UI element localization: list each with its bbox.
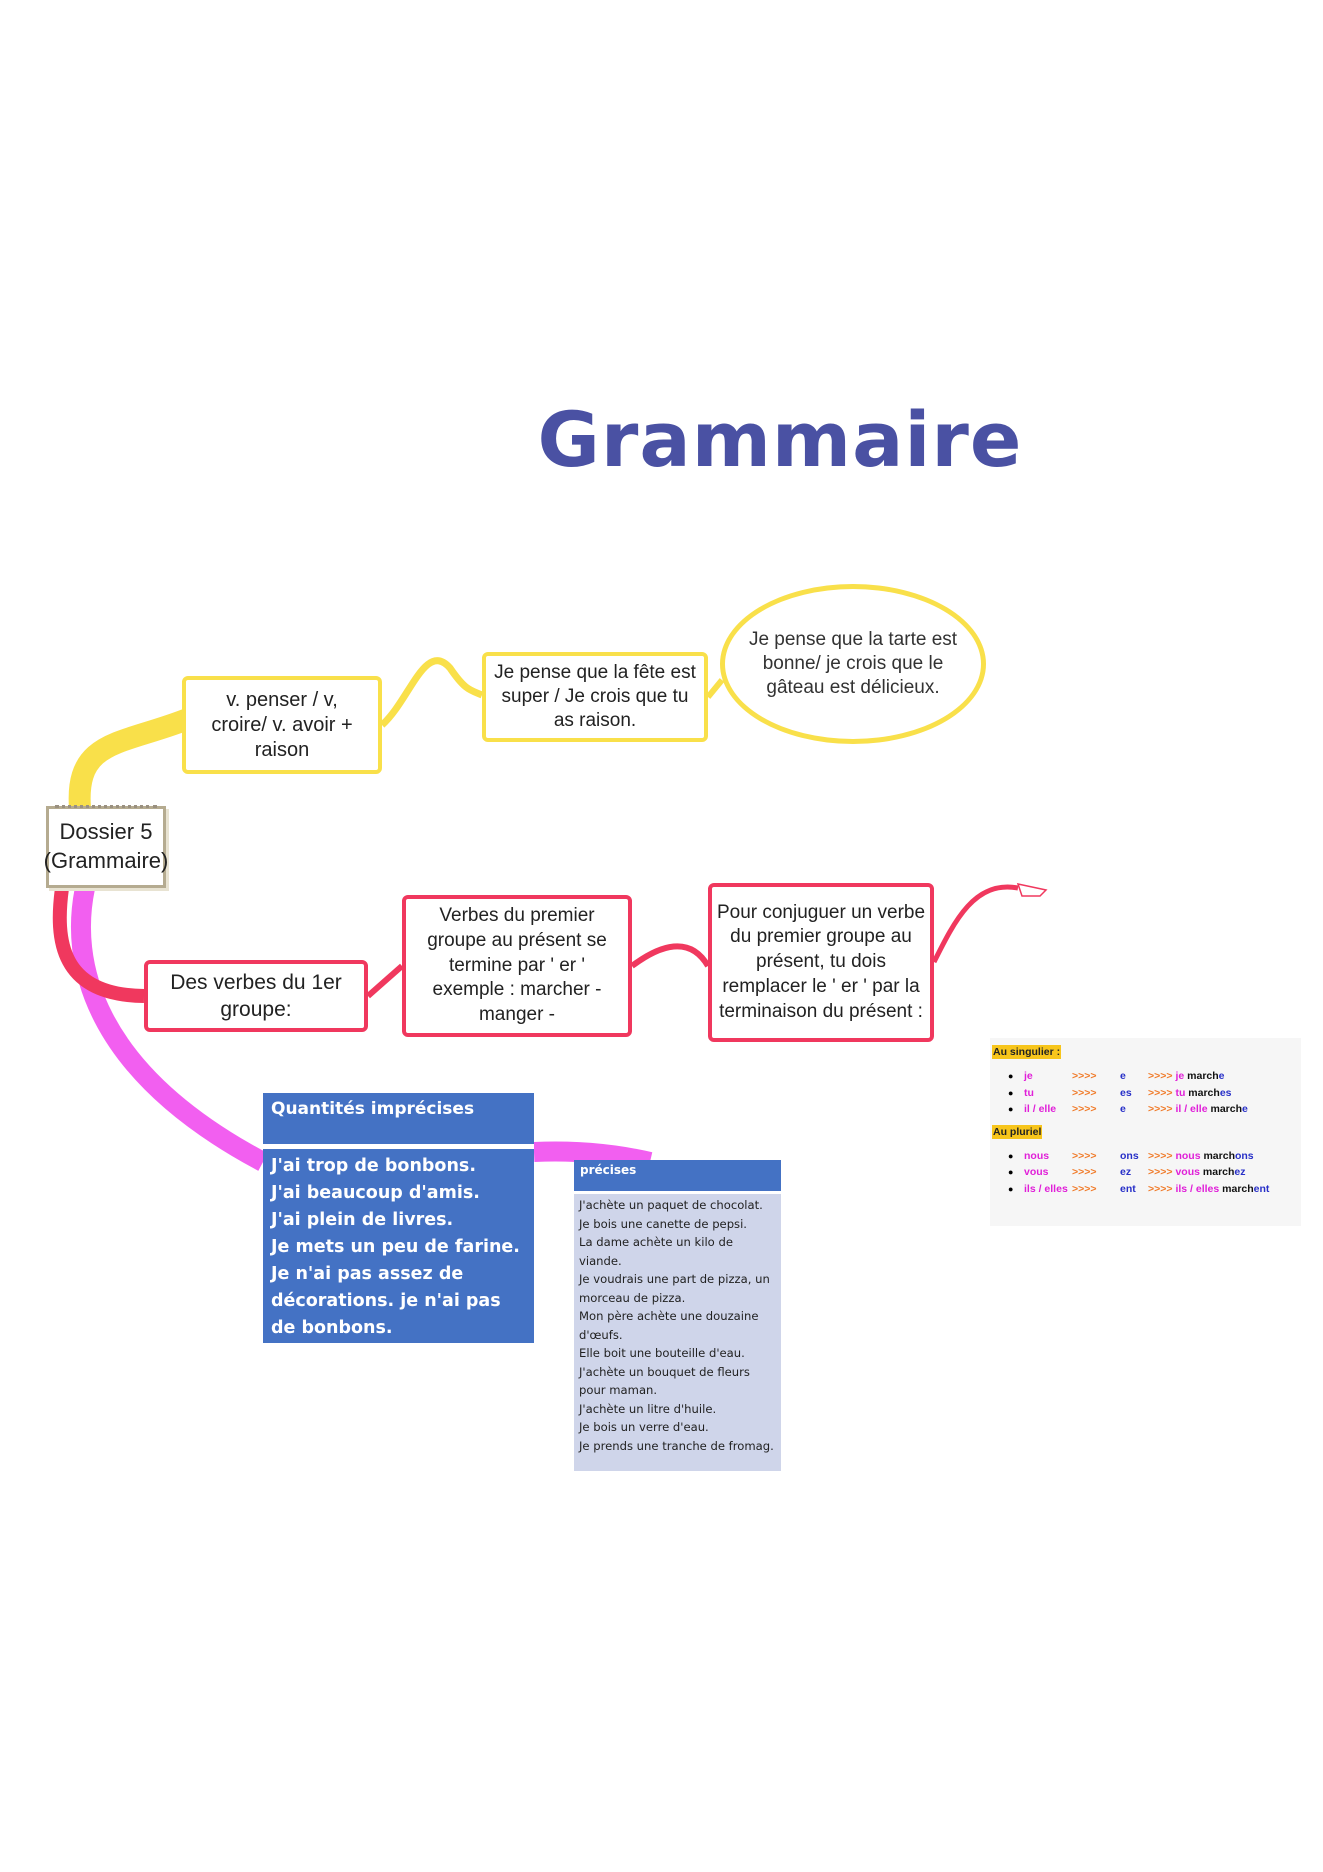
pronoun: vous — [1024, 1166, 1049, 1179]
red-connector-2 — [630, 943, 711, 969]
page-title: Grammaire — [537, 395, 1023, 484]
conjugation-table: Au singulier : ● je >>>> e >>>> je march… — [990, 1038, 1301, 1226]
red-connector-root — [52, 887, 145, 1003]
pronoun-repeat: il / elle — [1175, 1103, 1208, 1116]
arrow: >>>> — [1072, 1182, 1097, 1195]
bullet-icon: ● — [1008, 1183, 1014, 1194]
bullet-icon: ● — [1008, 1071, 1014, 1082]
pronoun-repeat: tu — [1175, 1086, 1186, 1099]
precise-line: Je prends une tranche de fromag. — [579, 1438, 774, 1453]
bullet-icon: ● — [1008, 1167, 1014, 1178]
imprecise-quantities-box: Quantités imprécises J'ai trop de bonbon… — [263, 1093, 534, 1343]
verb-stem: march — [1188, 1086, 1220, 1099]
pronoun: je — [1024, 1070, 1033, 1083]
precise-line: Je bois une canette de pepsi. — [579, 1216, 747, 1231]
precise-line: J'achète un bouquet de fleurs pour maman… — [579, 1364, 750, 1398]
yellow-node-2[interactable]: Je pense que la fête est super / Je croi… — [482, 652, 708, 742]
bullet-icon: ● — [1008, 1150, 1014, 1161]
arrow: >>>> — [1072, 1149, 1097, 1162]
conjugation-row: ● ils / elles >>>> ent >>>> ils / elles … — [992, 1181, 1299, 1198]
red-node-2[interactable]: Verbes du premier groupe au présent se t… — [402, 895, 632, 1037]
arrow: >>>> — [1072, 1103, 1097, 1116]
red-connector-3 — [931, 884, 1019, 964]
pronoun: ils / elles — [1024, 1182, 1068, 1195]
ending: ez — [1120, 1166, 1132, 1179]
imprecise-line: J'ai trop de bonbons. — [271, 1156, 476, 1176]
pointing-hand-icon — [1016, 882, 1048, 897]
verb-ending: es — [1219, 1086, 1232, 1099]
verb-ending: e — [1218, 1070, 1225, 1083]
ending: e — [1120, 1070, 1126, 1083]
precise-line: La dame achète un kilo de viande. — [579, 1235, 733, 1268]
precise-line: Je bois un verre d'eau. — [579, 1420, 709, 1434]
precise-header: précises — [574, 1160, 781, 1194]
root-label: Dossier 5 (Grammaire) — [43, 819, 169, 873]
ending: ons — [1120, 1149, 1139, 1162]
arrow: >>>> — [1148, 1166, 1173, 1179]
imprecise-line: Je mets un peu de farine. — [271, 1237, 520, 1257]
pronoun-repeat: ils / elles — [1175, 1182, 1220, 1195]
verb-ending: ent — [1253, 1182, 1270, 1195]
pink-connector — [71, 885, 653, 1172]
verb-ending: ez — [1234, 1166, 1246, 1179]
pronoun-repeat: nous — [1175, 1149, 1201, 1162]
imprecise-line: Je n'ai pas assez de décorations. je n'a… — [271, 1264, 501, 1338]
plural-label: Au pluriel — [992, 1124, 1043, 1139]
precise-line: J'achète un paquet de chocolat. — [579, 1198, 763, 1212]
pronoun: il / elle — [1024, 1103, 1057, 1116]
ending: es — [1120, 1086, 1132, 1099]
precise-line: Elle boit une bouteille d'eau. — [579, 1346, 745, 1360]
arrow: >>>> — [1072, 1166, 1097, 1179]
verb-stem: march — [1202, 1166, 1235, 1179]
precise-line: Je voudrais une part de pizza, un morcea… — [579, 1272, 770, 1305]
verb-stem: march — [1187, 1070, 1219, 1083]
red-node-3[interactable]: Pour conjuguer un verbe du premier group… — [708, 883, 934, 1042]
pronoun: nous — [1024, 1149, 1050, 1162]
red-connector-1 — [366, 963, 404, 999]
imprecise-line: J'ai beaucoup d'amis. — [271, 1183, 480, 1203]
arrow: >>>> — [1072, 1070, 1097, 1083]
verb-stem: march — [1222, 1182, 1254, 1195]
arrow: >>>> — [1072, 1086, 1097, 1099]
imprecise-line: J'ai plein de livres. — [271, 1210, 454, 1230]
arrow: >>>> — [1148, 1103, 1173, 1116]
root-node[interactable]: Dossier 5 (Grammaire) — [43, 805, 169, 888]
notepad-rings-icon — [55, 805, 157, 808]
ending: e — [1120, 1103, 1126, 1116]
yellow-connector-root — [68, 709, 196, 819]
yellow-connector-2 — [705, 678, 725, 699]
precise-quantities-box: précises J'achète un paquet de chocolat.… — [574, 1160, 781, 1471]
ending: ent — [1120, 1182, 1136, 1195]
arrow: >>>> — [1148, 1149, 1173, 1162]
verb-stem: march — [1210, 1103, 1242, 1116]
bullet-icon: ● — [1008, 1087, 1014, 1098]
bullet-icon: ● — [1008, 1104, 1014, 1115]
imprecise-header: Quantités imprécises — [263, 1093, 534, 1149]
singular-label: Au singulier : — [992, 1045, 1062, 1059]
yellow-connector-1 — [379, 657, 484, 728]
arrow: >>>> — [1148, 1182, 1173, 1195]
precise-line: J'achète un litre d'huile. — [579, 1401, 717, 1416]
pronoun-repeat: vous — [1175, 1166, 1200, 1179]
pronoun: tu — [1024, 1086, 1034, 1099]
verb-ending: e — [1242, 1103, 1248, 1116]
verb-stem: march — [1203, 1149, 1235, 1162]
arrow: >>>> — [1148, 1086, 1173, 1099]
yellow-node-3[interactable]: Je pense que la tarte est bonne/ je croi… — [720, 584, 986, 744]
red-node-1[interactable]: Des verbes du 1er groupe: — [144, 960, 368, 1032]
precise-line: Mon père achète une douzaine d'œufs. — [579, 1309, 759, 1342]
yellow-node-1[interactable]: v. penser / v, croire/ v. avoir + raison — [182, 676, 382, 774]
pronoun-repeat: je — [1175, 1070, 1185, 1083]
arrow: >>>> — [1148, 1070, 1173, 1083]
verb-ending: ons — [1234, 1149, 1254, 1162]
